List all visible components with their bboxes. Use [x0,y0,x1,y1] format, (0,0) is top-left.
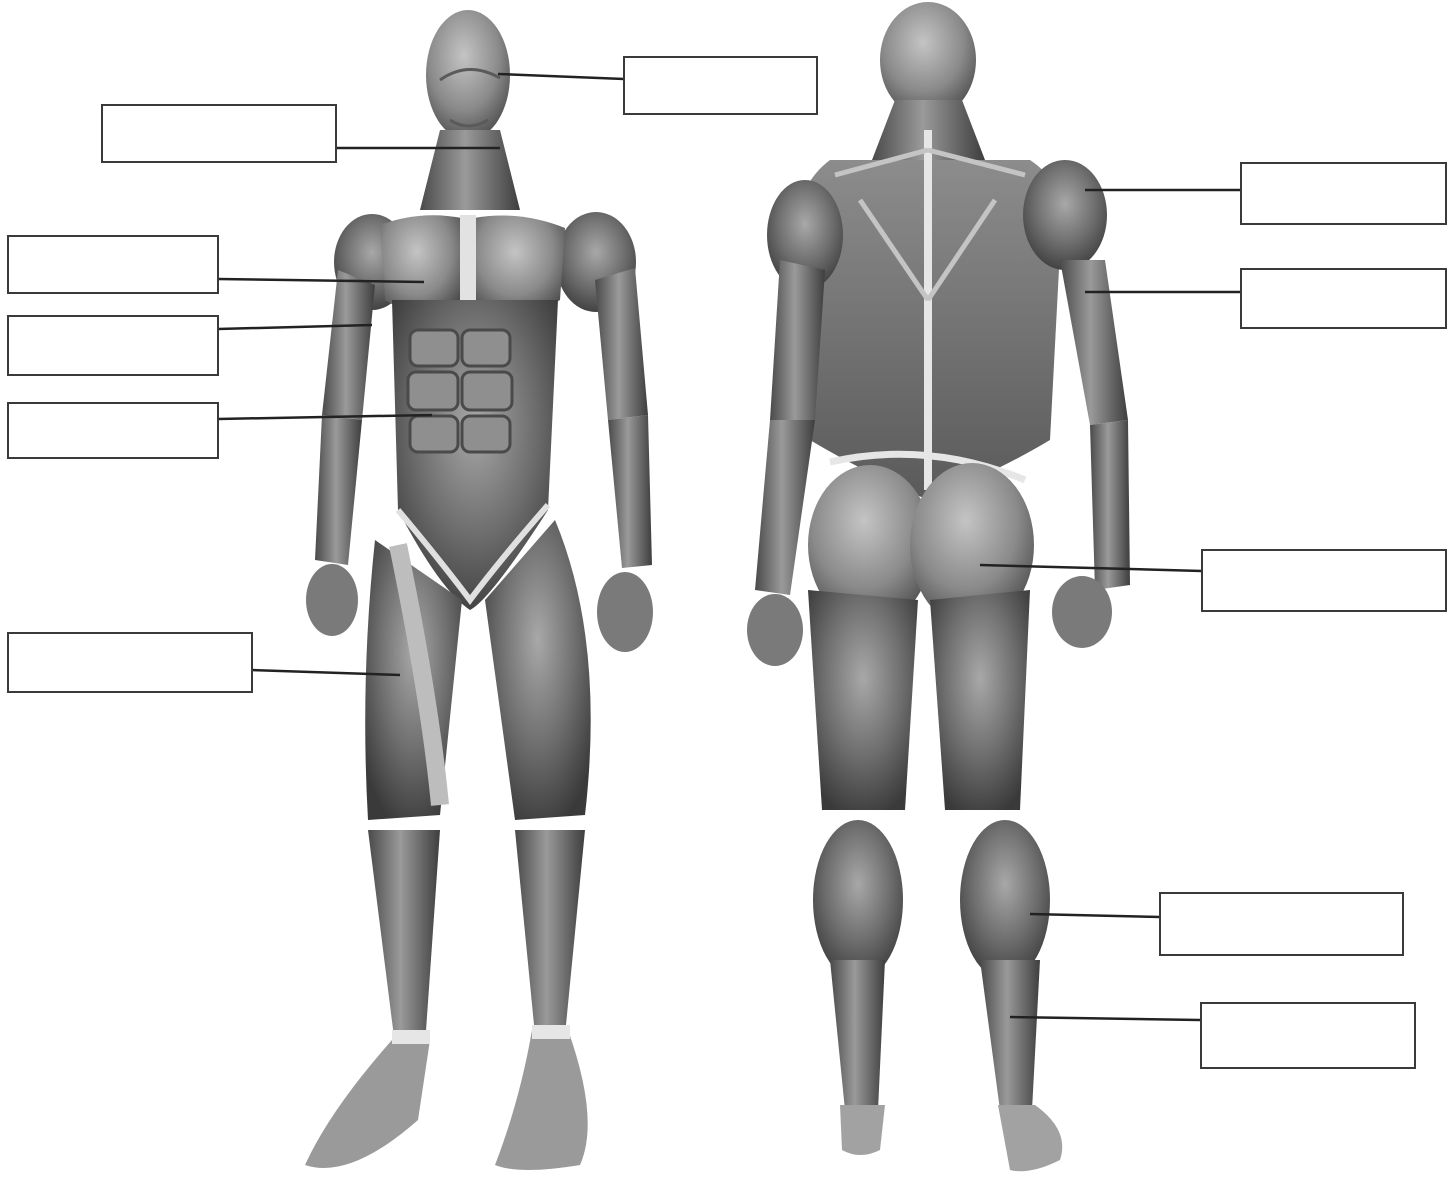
label-input-calf[interactable] [1171,902,1392,946]
label-box-face[interactable] [623,56,818,115]
back-upper-arm-right [1060,260,1128,425]
leader-line-lower-leg-back [1010,1017,1200,1020]
label-box-abdomen[interactable] [7,402,219,459]
label-input-thigh-front[interactable] [19,642,241,684]
back-hand-right [1052,576,1112,648]
label-input-buttock[interactable] [1213,559,1435,602]
front-forearm-left [315,415,362,565]
back-calf-right [960,820,1050,980]
back-thigh-right [930,590,1030,810]
back-heel-left [840,1105,885,1155]
label-box-calf[interactable] [1159,892,1404,956]
label-input-upper-arm-front[interactable] [17,325,208,367]
label-input-chest[interactable] [17,244,208,285]
label-box-thigh-front[interactable] [7,632,253,693]
front-upper-arm-right [595,268,648,420]
label-input-shoulder-back[interactable] [1250,172,1437,215]
label-box-chest[interactable] [7,235,219,294]
back-forearm-left [755,420,815,595]
back-thigh-left [808,590,918,810]
label-input-abdomen[interactable] [17,411,208,450]
front-upper-arm-left [322,270,375,420]
back-hand-left [747,594,803,666]
leader-line-calf [1030,914,1160,917]
back-shoulder-right [1023,160,1107,270]
front-shin-left [368,830,440,1045]
front-ankle-band-right [532,1025,570,1039]
back-view-figure [747,2,1130,1171]
front-ankle-band-left [392,1030,430,1044]
front-forearm-right [608,415,652,568]
back-lower-leg-left [830,960,885,1110]
front-shin-right [515,830,585,1035]
label-box-upper-arm-back[interactable] [1240,268,1447,329]
leader-line-face [498,74,624,79]
label-input-neck[interactable] [113,113,326,154]
front-hand-left [306,564,358,636]
back-heel-right [998,1105,1062,1171]
front-neck [420,130,520,210]
back-forearm-right [1090,420,1130,590]
front-hand-right [597,572,653,652]
back-lower-leg-right [980,960,1040,1110]
label-box-shoulder-back[interactable] [1240,162,1447,225]
label-input-upper-arm-back[interactable] [1250,278,1437,320]
front-foot-right [495,1030,588,1170]
label-input-face[interactable] [633,65,809,106]
label-input-lower-leg-back[interactable] [1211,1012,1406,1058]
label-box-buttock[interactable] [1201,549,1447,612]
label-box-neck[interactable] [101,104,337,163]
label-box-upper-arm-front[interactable] [7,315,219,376]
back-calf-left [813,820,903,980]
label-box-lower-leg-back[interactable] [1200,1002,1416,1069]
front-view-figure [305,10,653,1170]
front-foot-left [305,1040,430,1168]
